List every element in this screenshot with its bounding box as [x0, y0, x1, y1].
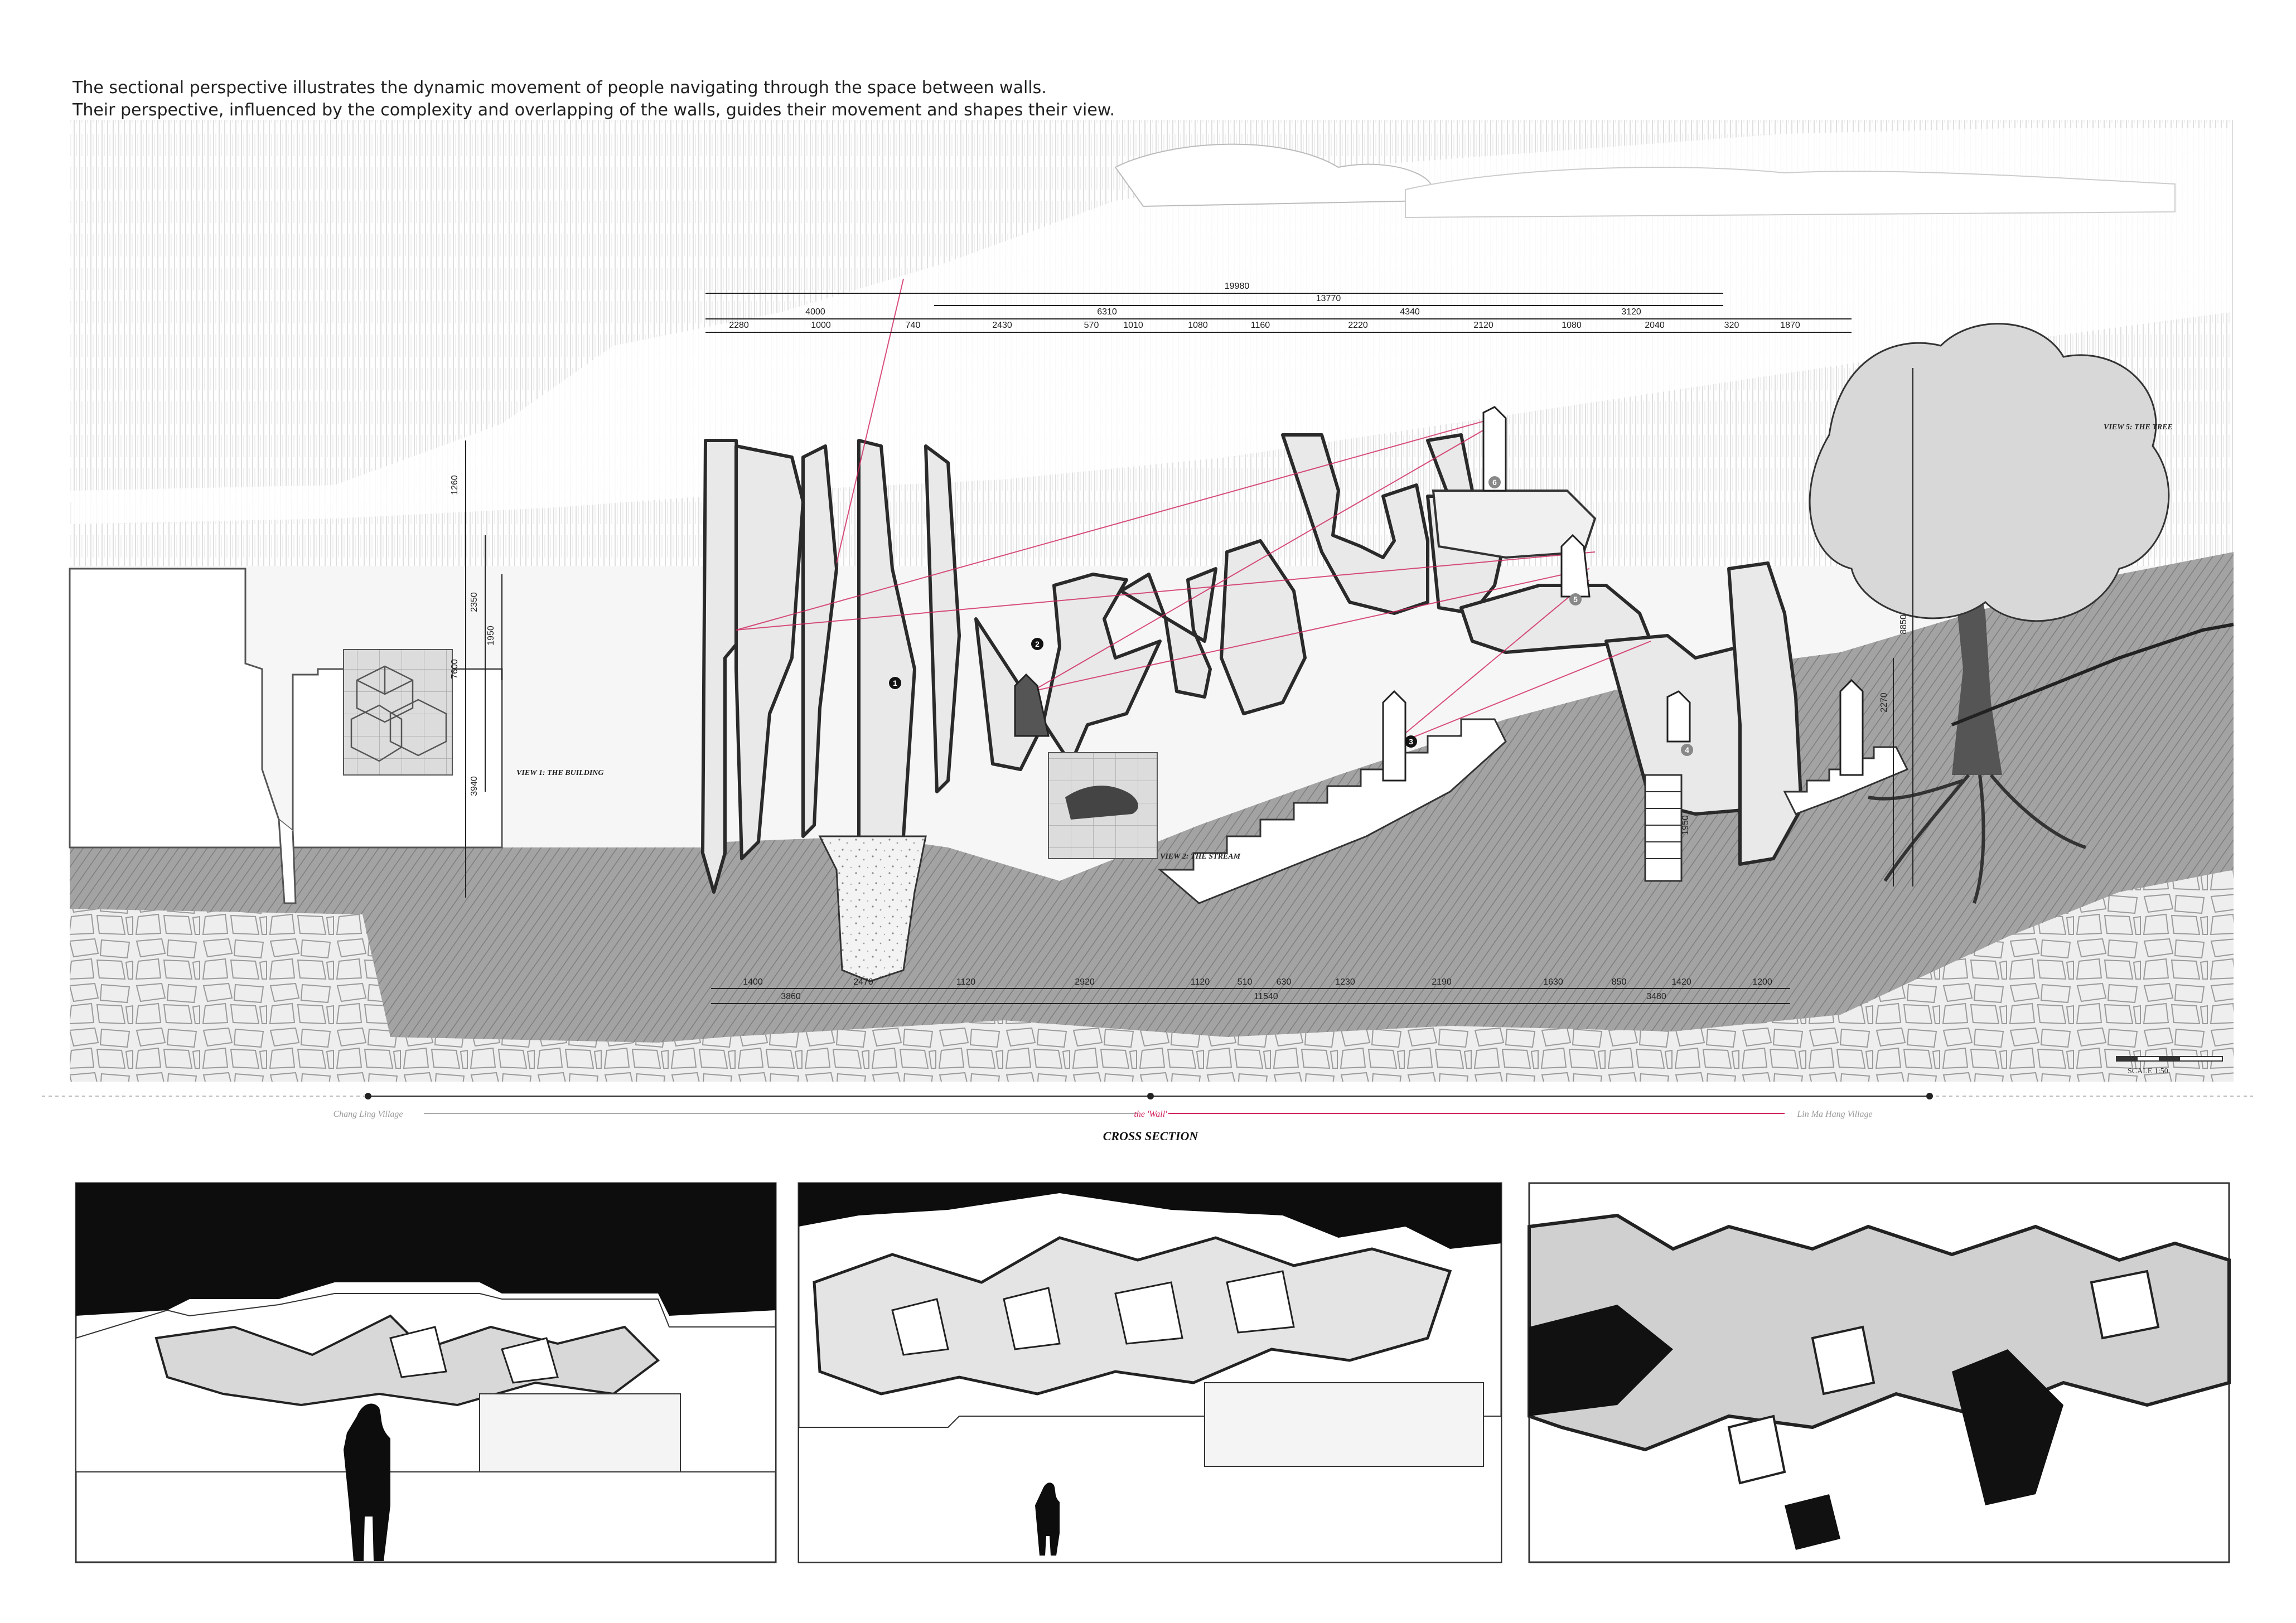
dim-top-mid: 4340 — [1400, 307, 1420, 317]
stream-channel — [818, 835, 927, 982]
stairs — [1157, 718, 1909, 904]
dim-top-mid: 4000 — [805, 307, 825, 317]
dim-bottom-row: 850 — [1612, 977, 1627, 987]
dim-bottom-row: 1200 — [1752, 977, 1772, 987]
dim-top-row: 570 — [1084, 321, 1099, 330]
dim-bottom-second: 11540 — [1254, 992, 1278, 1001]
dim-right: 1950 — [1681, 815, 1690, 835]
perspective-view-3 — [1528, 1182, 2231, 1563]
section-title: CROSS SECTION — [1103, 1129, 1199, 1143]
left-building — [69, 568, 503, 849]
view-marker-2: 2 — [1035, 639, 1040, 648]
perspective-view-2 — [797, 1182, 1502, 1563]
view-marker-6: 6 — [1492, 478, 1497, 487]
view-label-tree: VIEW 5: THE TREE — [2104, 423, 2173, 432]
dim-bottom-row: 1230 — [1335, 977, 1355, 987]
left-dimension-lines — [465, 440, 502, 898]
dim-bottom-row: 1120 — [1191, 977, 1210, 987]
person-silhouette — [344, 1403, 390, 1561]
dim-top-row: 1870 — [1780, 321, 1800, 330]
dim-bottom-row: 630 — [1277, 977, 1292, 987]
dim-bottom-row: 1420 — [1671, 977, 1691, 987]
person-silhouette — [1035, 1482, 1060, 1556]
dim-left: 7600 — [450, 659, 460, 679]
dim-bottom-row: 1120 — [956, 977, 976, 987]
sight-lines — [736, 278, 1651, 748]
dim-top-row: 2220 — [1348, 321, 1368, 330]
dim-top-row: 1000 — [811, 321, 831, 330]
stream-sketch — [1065, 786, 1138, 820]
dim-top-row: 1080 — [1188, 321, 1208, 330]
dim-left: 3940 — [470, 776, 479, 796]
dim-bottom-row: 1630 — [1543, 977, 1563, 987]
intro-text: The sectional perspective illustrates th… — [72, 77, 1299, 122]
hill-edge — [1951, 623, 2234, 726]
people — [1014, 406, 1864, 782]
view-markers — [889, 476, 1693, 756]
dim-left: 1260 — [450, 475, 460, 495]
view-inset-building — [343, 649, 453, 776]
scale-label: SCALE 1:50 — [2128, 1067, 2168, 1075]
view-label-stream: VIEW 2: THE STREAM — [1160, 852, 1241, 861]
perspective-view-1 — [75, 1182, 777, 1563]
dim-top-row: 740 — [906, 321, 921, 330]
dim-top-mid: 6310 — [1097, 307, 1117, 317]
underground-stair — [1644, 774, 1683, 882]
view-marker-1: 1 — [893, 679, 897, 687]
top-dimension-lines — [705, 293, 1852, 333]
dim-top-second: 13770 — [1316, 294, 1341, 303]
bottom-dimension-lines — [711, 988, 1790, 1004]
village-right-label: Lin Ma Hang Village — [1796, 1110, 1872, 1119]
dim-right: 2270 — [1879, 692, 1889, 713]
view-marker-5: 5 — [1573, 595, 1578, 604]
scale-bar: SCALE 1:50 — [2116, 1056, 2223, 1075]
view-label-building: VIEW 1: THE BUILDING — [516, 769, 604, 777]
dim-top-row: 2280 — [729, 321, 749, 330]
dim-left: 2350 — [470, 592, 479, 612]
stone-foundation — [70, 870, 2234, 1082]
dim-bottom-second: 3860 — [781, 992, 801, 1001]
tree — [1809, 323, 2170, 904]
dim-top-mid: 3120 — [1621, 307, 1641, 317]
dim-bottom-row: 2920 — [1075, 977, 1095, 987]
cloud-layer — [72, 128, 2231, 524]
dim-bottom-second: 3480 — [1646, 992, 1666, 1001]
dim-top-row: 320 — [1724, 321, 1739, 330]
intro-line-1: The sectional perspective illustrates th… — [72, 78, 1047, 98]
dim-top-row: 1010 — [1123, 321, 1143, 330]
dim-bottom-row: 510 — [1238, 977, 1253, 987]
dim-bottom-row: 1400 — [743, 977, 763, 987]
dim-bottom-row: 2190 — [1432, 977, 1452, 987]
intro-line-2: Their perspective, influenced by the com… — [72, 100, 1115, 120]
village-left-label: Chang Ling Village — [333, 1110, 403, 1119]
view-marker-3: 3 — [1409, 737, 1413, 746]
view-marker-4: 4 — [1685, 745, 1689, 754]
dim-bottom-row: 2470 — [853, 977, 873, 987]
dim-top-overall: 19980 — [1225, 282, 1250, 291]
right-dimension-lines — [1893, 368, 1913, 886]
cloud-shape — [1405, 167, 2176, 219]
dim-top-row: 2430 — [992, 321, 1012, 330]
dim-right: 8850 — [1899, 614, 1908, 634]
dim-left: 1950 — [486, 626, 496, 646]
wall-label: the 'Wall' — [1134, 1110, 1167, 1119]
dim-top-row: 1160 — [1251, 321, 1270, 330]
dim-top-row: 1080 — [1562, 321, 1582, 330]
dim-top-row: 2120 — [1473, 321, 1493, 330]
dim-top-row: 2040 — [1645, 321, 1665, 330]
